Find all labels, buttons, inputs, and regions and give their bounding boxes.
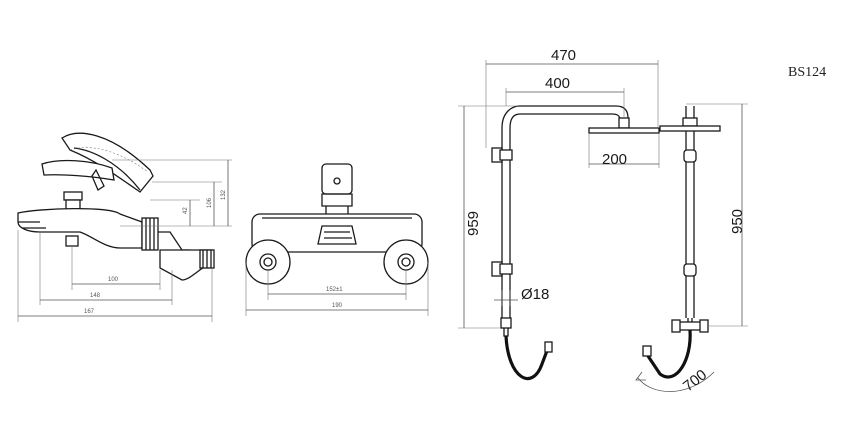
dim-label-148: 148: [90, 293, 101, 299]
dim-label-106: 106: [207, 197, 213, 208]
shower-side-view: 950 700: [635, 103, 748, 395]
front-knob: [321, 163, 353, 195]
shower-head-front: [588, 127, 660, 134]
dim-label-arm-length: 400: [545, 75, 570, 92]
top-knob: [63, 191, 83, 201]
dim-label-167: 167: [84, 309, 95, 315]
dim-label-center-distance: 152±1: [326, 287, 343, 293]
shower-arm: [501, 105, 629, 129]
dim-label-column-height-front: 959: [465, 211, 482, 236]
handle-base: [41, 159, 115, 181]
lever-handle: [61, 132, 154, 193]
dim-label-42: 42: [183, 207, 189, 214]
shower-hose-side: [646, 329, 692, 379]
bottom-fitting: [500, 317, 512, 329]
dim-label-132: 132: [221, 189, 227, 200]
dim-label-pipe-diameter: Ø18: [521, 286, 549, 303]
dim-label-overall-width: 190: [332, 303, 343, 309]
model-code: BS124: [788, 65, 826, 80]
side-column-pipe: [685, 106, 695, 318]
diverter-valve: [677, 321, 703, 331]
dim-label-head-diameter: 200: [602, 151, 627, 168]
dim-line-hose-length: [637, 371, 715, 392]
dim-label-rail-span: 470: [551, 47, 576, 64]
shower-hose-front: [504, 335, 550, 380]
dim-label-column-height-side: 950: [729, 209, 746, 234]
faucet-front-view: 152±1 190: [245, 163, 429, 316]
faucet-body: [17, 207, 143, 249]
outlet-nut: [65, 235, 79, 247]
faucet-side-view: 42 106 132 100 148 167: [17, 132, 232, 322]
shower-head-side: [659, 125, 721, 132]
shower-front-view: 470 400 200 959 Ø18: [458, 47, 660, 380]
dim-label-hose-length: 700: [680, 366, 710, 395]
dim-label-100: 100: [108, 277, 119, 283]
